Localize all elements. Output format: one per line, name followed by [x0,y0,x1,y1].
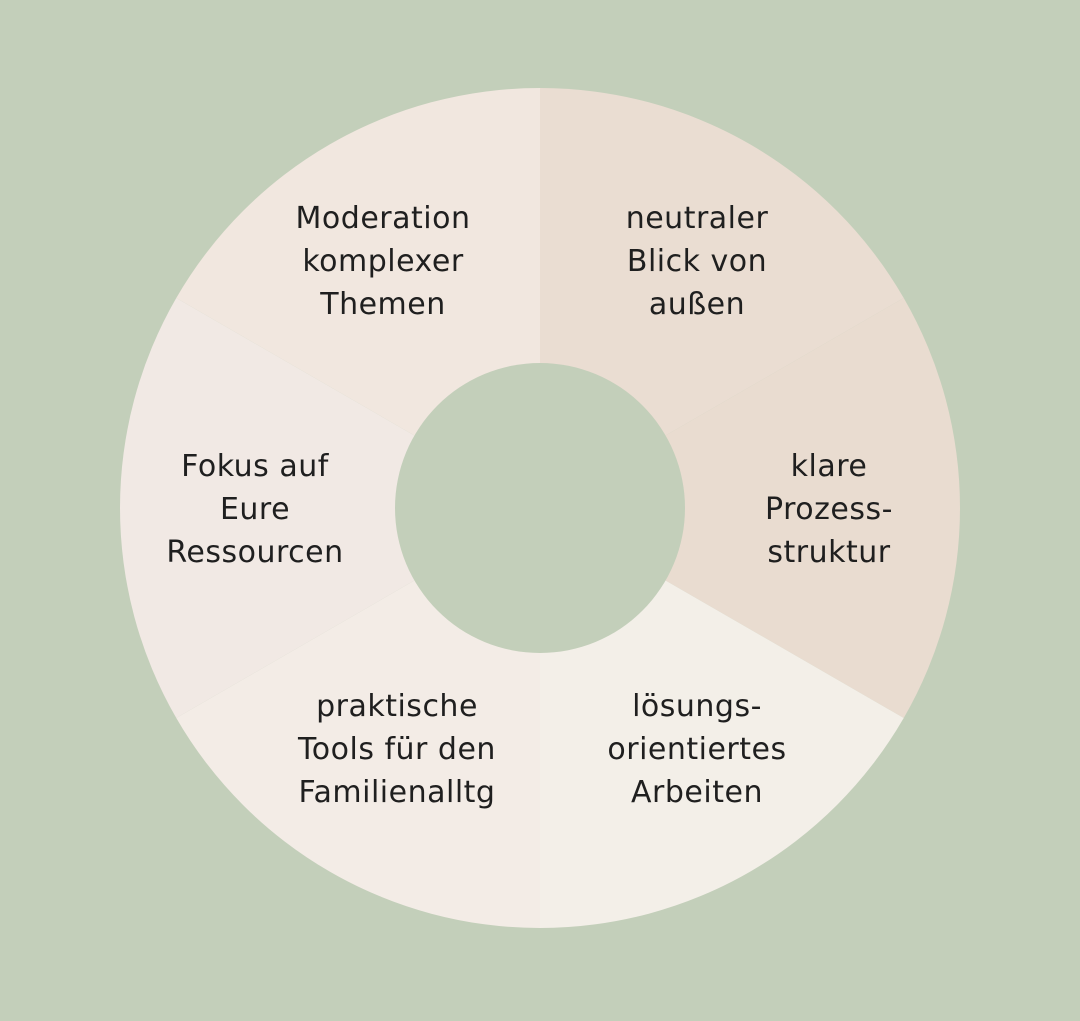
segment-label-line: Ressourcen [166,535,343,570]
segment-label-line: komplexer [302,244,463,279]
segment-label-line: Themen [319,287,446,322]
segment-label-line: lösungs- [632,689,762,724]
segment-5 [120,298,541,718]
segment-label-line: struktur [767,535,890,570]
segment-label-line: Blick von [627,244,767,279]
center-hole [395,363,685,653]
segment-label-line: Arbeiten [631,775,763,810]
segment-label-line: Eure [220,492,290,527]
segment-label-line: Moderation [296,201,471,236]
segment-label-line: Prozess- [765,492,893,527]
segment-label-line: außen [649,287,745,322]
segment-label-line: praktische [316,689,478,724]
segment-label-line: Familienalltg [299,775,496,810]
segment-label-line: neutraler [626,201,769,236]
segment-2 [540,298,960,718]
segment-label-line: klare [791,449,868,484]
segment-label-line: Tools für den [297,732,496,767]
segment-label-line: Fokus auf [181,449,330,484]
segment-label-line: orientiertes [607,732,786,767]
